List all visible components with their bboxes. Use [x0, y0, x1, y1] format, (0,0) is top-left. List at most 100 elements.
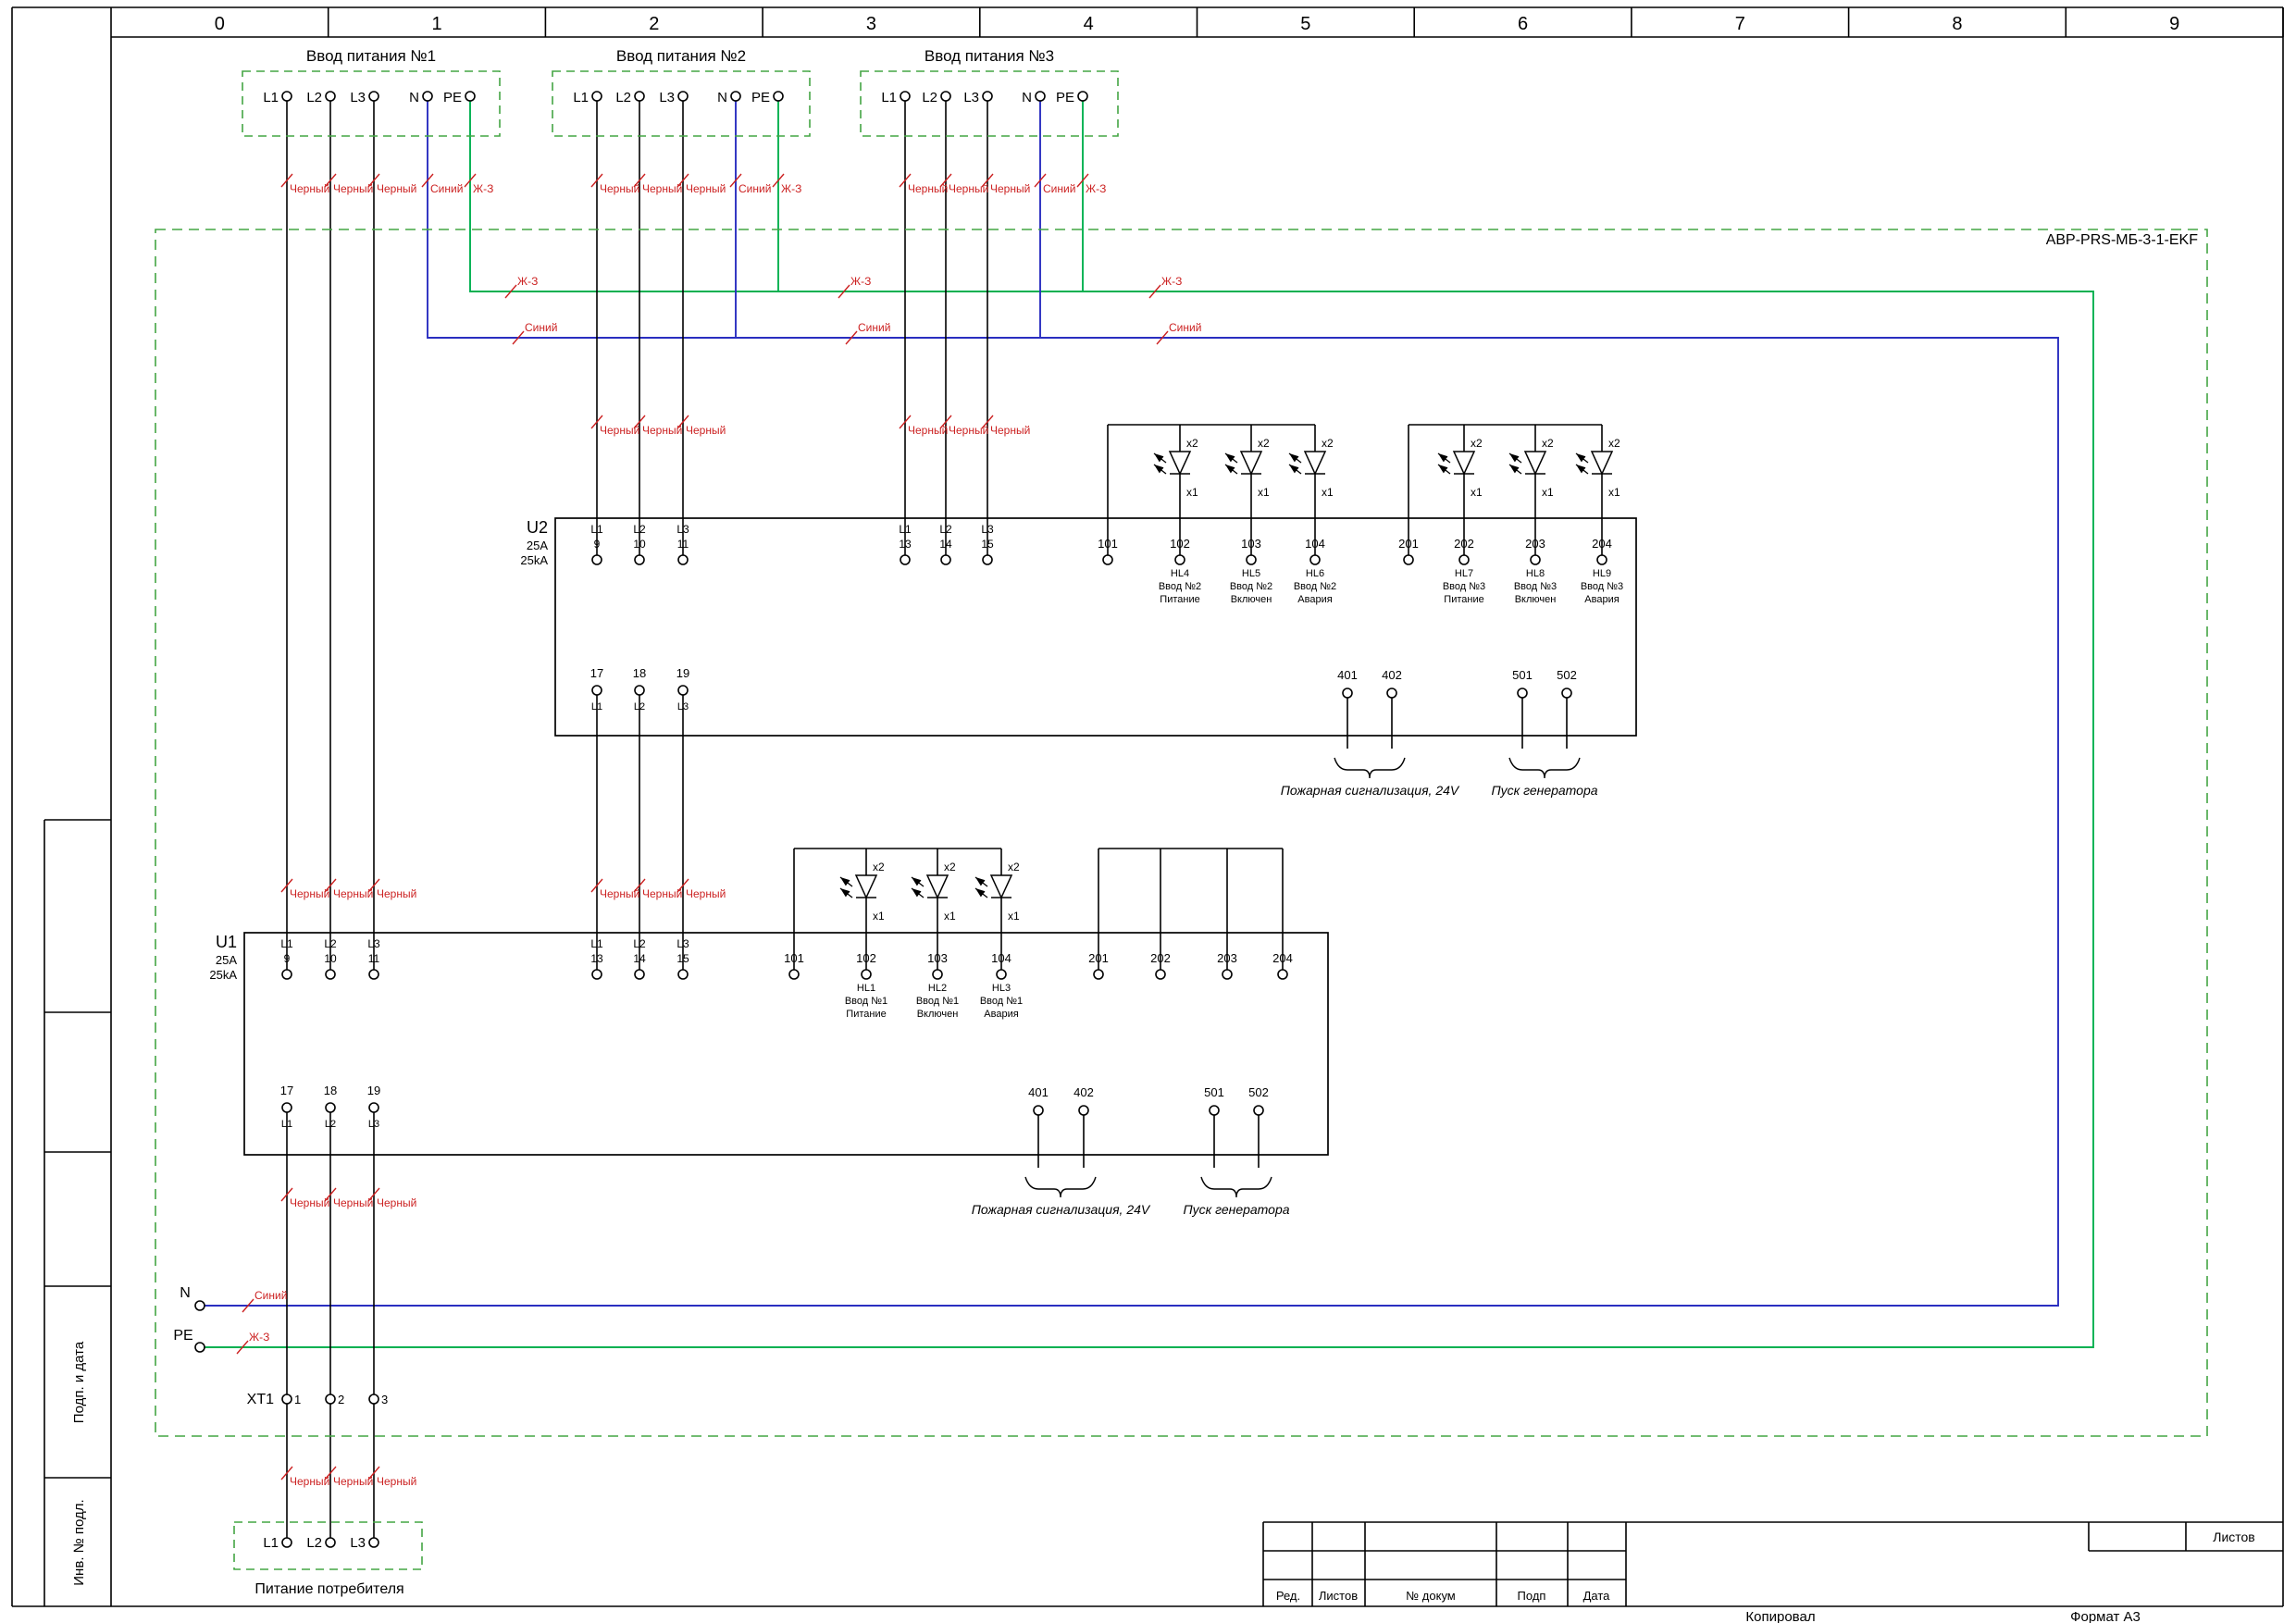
wire-color-tick — [939, 173, 952, 188]
led-name: HL8 — [1526, 568, 1545, 579]
input-terminal-label: L1 — [263, 90, 279, 105]
led-pin-label: x2 — [1322, 437, 1334, 450]
input-box — [552, 70, 811, 137]
led-group-label: Ввод №3 — [1581, 581, 1623, 592]
led-group-label: Ввод №1 — [845, 996, 887, 1007]
xt1-label: ХТ1 — [247, 1392, 274, 1407]
wire-color-label: Черный — [377, 182, 416, 195]
signal-terminal — [1458, 554, 1470, 565]
led-diode-icon — [1590, 451, 1614, 476]
device-top-terminal — [281, 969, 292, 980]
wire-color-label: Синий — [1043, 182, 1075, 195]
terminal-phase-label: L3 — [368, 1119, 379, 1130]
wire-color-label: Черный — [290, 1475, 329, 1488]
led-arrow — [1437, 452, 1451, 464]
led-diode-icon — [854, 874, 878, 899]
wire-color-label: Ж-З — [1086, 182, 1106, 195]
led-pin-label: x1 — [1258, 486, 1270, 499]
wire-color-label: Черный — [949, 424, 988, 437]
wire-color-tick — [236, 1340, 249, 1355]
ruler-number: 7 — [1735, 14, 1745, 34]
aux-terminal — [1078, 1105, 1089, 1116]
n-terminal — [194, 1300, 205, 1311]
signal-terminal — [1596, 554, 1607, 565]
wire-color-tick — [512, 330, 525, 345]
terminal-number: 17 — [280, 1084, 293, 1097]
input-title: Ввод питания №3 — [925, 47, 1054, 65]
wire-color-tick — [367, 1466, 380, 1481]
led-pin-label: x1 — [1322, 486, 1334, 499]
led-function-label: Включен — [1515, 594, 1557, 605]
input-terminal — [325, 91, 336, 102]
wire-color-tick — [367, 1187, 380, 1202]
terminal-number: 502 — [1248, 1085, 1269, 1099]
input-terminal-label: L3 — [659, 90, 675, 105]
terminal-phase-label: L1 — [590, 523, 603, 536]
wire-color-tick — [633, 173, 646, 188]
ruler-number: 5 — [1300, 14, 1310, 34]
terminal-number: 9 — [284, 952, 291, 965]
output-terminal-label: L1 — [263, 1535, 279, 1551]
led-name: HL1 — [857, 983, 875, 994]
wire-color-label: Черный — [908, 424, 948, 437]
wire-color-label: Черный — [333, 1196, 373, 1209]
brace — [1508, 757, 1581, 779]
wire-color-label: Черный — [290, 887, 329, 900]
led-diode-icon — [1523, 451, 1547, 476]
wire-color-label: Черный — [686, 182, 726, 195]
terminal-number: 11 — [368, 952, 380, 965]
terminal-phase-label: L2 — [633, 937, 646, 950]
signal-terminal — [1530, 554, 1541, 565]
ruler-number: 3 — [866, 14, 876, 34]
output-box — [233, 1521, 423, 1570]
input-terminal-label: N — [409, 90, 419, 105]
input-terminal — [368, 91, 379, 102]
terminal-phase-label: L1 — [591, 701, 602, 712]
input-terminal-label: N — [717, 90, 727, 105]
wire-color-label: Синий — [525, 321, 557, 334]
enclosure-label: АВР-PRS-МБ-3-1-EKF — [2046, 232, 2199, 248]
led-diode-icon — [925, 874, 949, 899]
signal-terminal — [1155, 969, 1166, 980]
wire-color-tick — [280, 1187, 293, 1202]
signal-terminal — [1309, 554, 1321, 565]
output-terminal-label: L2 — [306, 1535, 322, 1551]
device-top-terminal — [591, 969, 602, 980]
titleblock-col-label: Ред. — [1276, 1589, 1300, 1603]
terminal-number: 402 — [1074, 1085, 1094, 1099]
terminal-number: 19 — [367, 1084, 380, 1097]
signal-terminal — [1246, 554, 1257, 565]
terminal-number: 402 — [1382, 668, 1402, 682]
led-function-label: Включен — [917, 1009, 959, 1020]
side-label-inv: Инв. № подл. — [71, 1499, 87, 1585]
device-bottom-terminal — [634, 685, 645, 696]
led-diode-icon — [1303, 451, 1327, 476]
led-function-label: Питание — [846, 1009, 886, 1020]
led-function-label: Питание — [1444, 594, 1483, 605]
led-arrow — [1288, 452, 1302, 464]
pe-terminal-label: PE — [173, 1328, 192, 1344]
wire-color-label: Черный — [990, 424, 1030, 437]
led-function-label: Авария — [1297, 594, 1332, 605]
led-pin-label: x2 — [873, 861, 885, 873]
brace — [1200, 1176, 1272, 1198]
input-terminal — [634, 91, 645, 102]
wire-color-label: Ж-З — [249, 1331, 269, 1344]
wire-color-label: Черный — [290, 1196, 329, 1209]
terminal-number: 11 — [677, 538, 689, 551]
wire-color-tick — [464, 173, 477, 188]
led-pin-label: x2 — [1471, 437, 1483, 450]
device-breaking-rating: 25kA — [209, 968, 237, 982]
led-arrow — [839, 887, 853, 898]
terminal-number: 19 — [676, 666, 689, 680]
output-title: Питание потребителя — [254, 1581, 403, 1597]
wire-color-tick — [590, 878, 603, 893]
led-name: HL4 — [1171, 568, 1189, 579]
input-terminal — [1035, 91, 1046, 102]
input-terminal-label: PE — [751, 90, 770, 105]
device-top-terminal — [677, 969, 689, 980]
device-top-terminal — [591, 554, 602, 565]
led-diode-icon — [1239, 451, 1263, 476]
n-bus — [205, 101, 2059, 1307]
wire-color-tick — [838, 284, 850, 299]
